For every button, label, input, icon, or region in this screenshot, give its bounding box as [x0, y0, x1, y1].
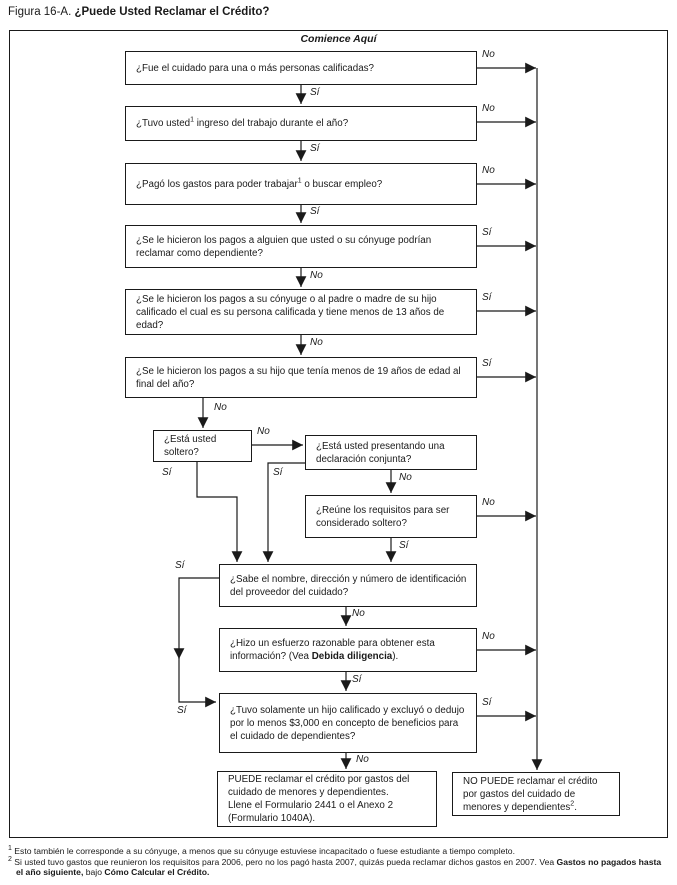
- edge-label-yes: Sí: [482, 227, 492, 238]
- edge-label-yes: Sí: [310, 206, 320, 217]
- question-text: ¿Tuvo usted1 ingreso del trabajo durante…: [136, 116, 349, 129]
- result-text: NO PUEDE reclamar el crédito por gastos …: [463, 775, 598, 813]
- question-considered-unmarried: ¿Reúne los requisitos para ser considera…: [305, 495, 477, 538]
- question-text: ¿Hizo un esfuerzo razonable para obtener…: [230, 638, 435, 662]
- start-here-label: Comience Aquí: [300, 33, 377, 45]
- question-text: ¿Pagó los gastos para poder trabajar1 o …: [136, 177, 383, 190]
- figure-heading: ¿Puede Usted Reclamar el Crédito?: [74, 6, 270, 18]
- question-text: ¿Se le hicieron los pagos a su cónyuge o…: [136, 293, 445, 331]
- edge-label-no: No: [356, 754, 369, 765]
- result-can-claim: PUEDE reclamar el crédito por gastos del…: [217, 771, 437, 827]
- question-due-diligence: ¿Hizo un esfuerzo razonable para obtener…: [219, 628, 477, 672]
- edge-label-no: No: [310, 270, 323, 281]
- edge-label-yes: Sí: [482, 292, 492, 303]
- edge-label-no: No: [482, 49, 495, 60]
- edge-label-no: No: [399, 472, 412, 483]
- edge-label-yes: Sí: [352, 674, 362, 685]
- question-text: ¿Fue el cuidado para una o más personas …: [136, 62, 374, 74]
- footnote-marker: 2: [570, 800, 575, 808]
- footnote-marker: 1: [190, 116, 194, 124]
- question-text: ¿Tuvo solamente un hijo calificado y exc…: [230, 704, 465, 742]
- footnote-1: 1 Esto también le corresponde a su cónyu…: [8, 845, 515, 856]
- result-text: PUEDE reclamar el crédito por gastos del…: [228, 774, 410, 824]
- question-text: ¿Se le hicieron los pagos a alguien que …: [136, 234, 432, 259]
- edge-label-no: No: [214, 402, 227, 413]
- edge-label-no: No: [482, 497, 495, 508]
- question-payments-to-spouse-or-parent: ¿Se le hicieron los pagos a su cónyuge o…: [125, 289, 477, 335]
- edge-label-no: No: [352, 608, 365, 619]
- question-work-related-expenses: ¿Pagó los gastos para poder trabajar1 o …: [125, 163, 477, 205]
- question-text: ¿Se le hicieron los pagos a su hijo que …: [136, 365, 461, 390]
- reference-unpaid-expenses: Gastos no pagados hasta el año siguiente…: [16, 856, 662, 878]
- edge-label-yes: Sí: [310, 87, 320, 98]
- question-earned-income: ¿Tuvo usted1 ingreso del trabajo durante…: [125, 106, 477, 141]
- edge-label-yes: Sí: [162, 467, 172, 478]
- edge-label-no: No: [482, 165, 495, 176]
- question-single: ¿Está usted soltero?: [153, 430, 252, 462]
- figure-title: Figura 16-A. ¿Puede Usted Reclamar el Cr…: [8, 6, 269, 18]
- footnotes: 1 Esto también le corresponde a su cónyu…: [8, 845, 670, 878]
- edge-label-no: No: [482, 103, 495, 114]
- result-cannot-claim: NO PUEDE reclamar el crédito por gastos …: [452, 772, 620, 816]
- footnote-marker: 1: [297, 177, 302, 185]
- question-payments-to-child-under-19: ¿Se le hicieron los pagos a su hijo que …: [125, 357, 477, 398]
- question-qualified-person: ¿Fue el cuidado para una o más personas …: [125, 51, 477, 85]
- edge-label-yes: Sí: [399, 540, 409, 551]
- question-text: ¿Está usted presentando una declaración …: [316, 440, 445, 465]
- question-text: ¿Sabe el nombre, dirección y número de i…: [230, 573, 467, 598]
- edge-label-no: No: [310, 337, 323, 348]
- question-provider-info: ¿Sabe el nombre, dirección y número de i…: [219, 564, 477, 607]
- question-joint-return: ¿Está usted presentando una declaración …: [305, 435, 477, 470]
- question-text: ¿Reúne los requisitos para ser considera…: [316, 504, 450, 529]
- edge-label-yes: Sí: [177, 705, 187, 716]
- flowchart-frame: [9, 30, 668, 838]
- edge-label-yes: Sí: [482, 697, 492, 708]
- edge-label-yes: Sí: [310, 143, 320, 154]
- edge-label-no: No: [257, 426, 270, 437]
- footnote-2: 2 Si usted tuvo gastos que reunieron los…: [8, 855, 662, 878]
- question-payments-to-dependent: ¿Se le hicieron los pagos a alguien que …: [125, 225, 477, 268]
- edge-label-yes: Sí: [273, 467, 283, 478]
- edge-label-yes: Sí: [482, 358, 492, 369]
- reference-figure-credit: Cómo Calcular el Crédito.: [104, 867, 210, 877]
- question-text: ¿Está usted soltero?: [164, 434, 217, 458]
- edge-label-no: No: [482, 631, 495, 642]
- question-dependent-care-benefits: ¿Tuvo solamente un hijo calificado y exc…: [219, 693, 477, 753]
- edge-label-yes: Sí: [175, 560, 185, 571]
- figure-number: Figura 16-A.: [8, 6, 72, 18]
- reference-due-diligence: Debida diligencia: [311, 651, 393, 662]
